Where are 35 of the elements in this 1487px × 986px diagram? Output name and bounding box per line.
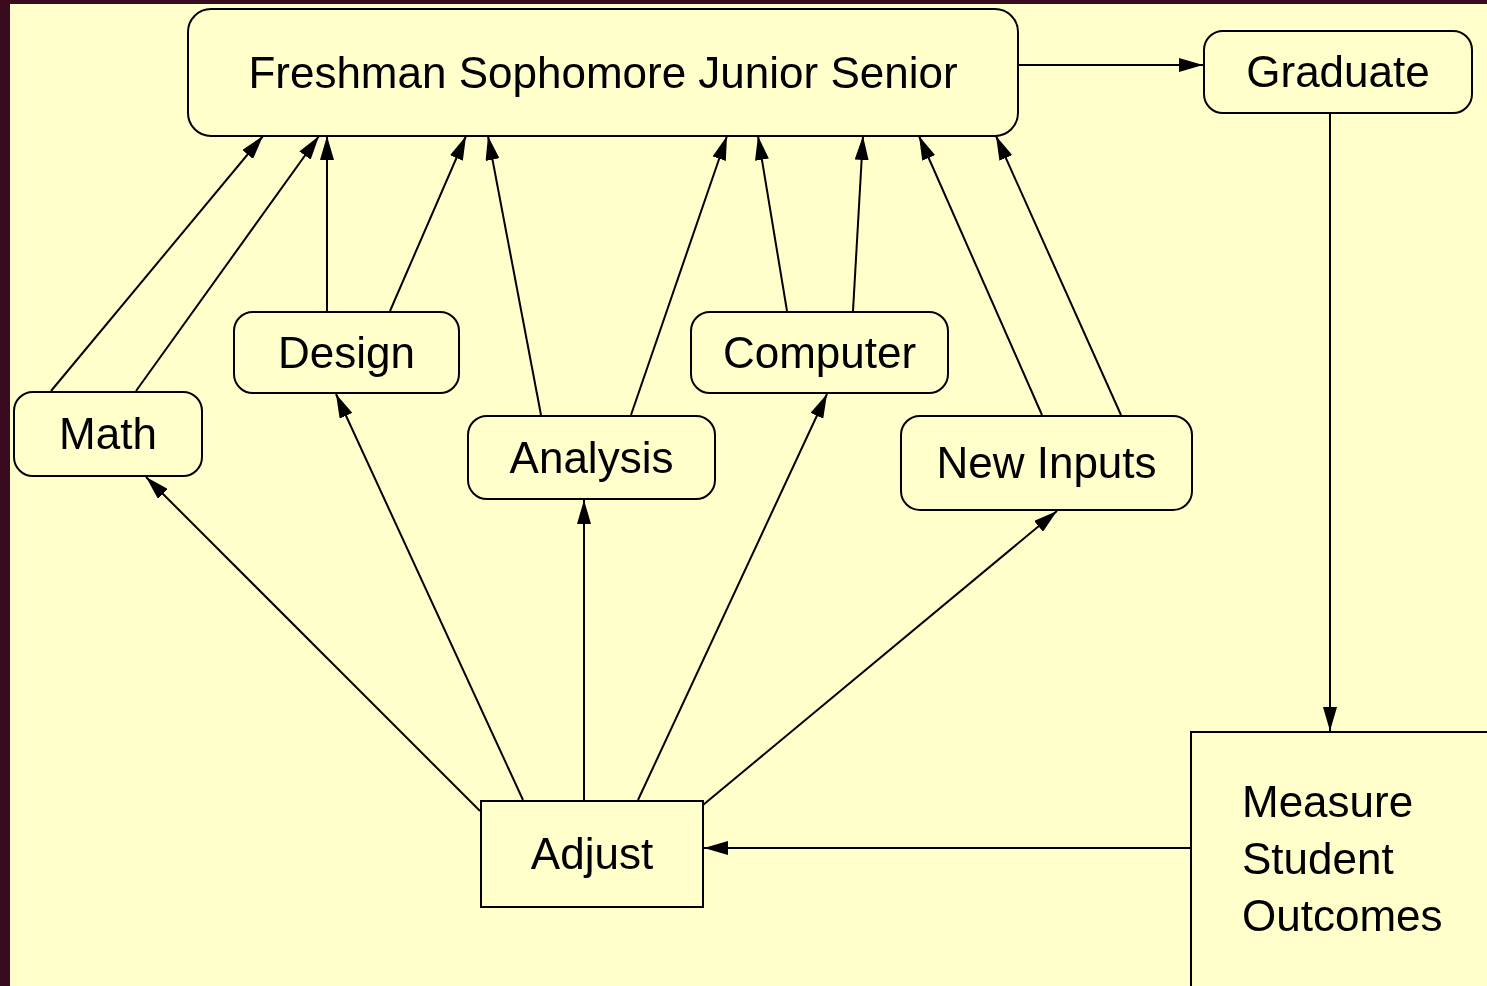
arrow	[1323, 113, 1337, 732]
arrow	[995, 135, 1122, 416]
arrow	[335, 393, 524, 801]
node-label: Measure Student Outcomes	[1242, 776, 1444, 942]
arrow	[630, 135, 728, 416]
process-box	[1203, 30, 1473, 114]
node-label: Adjust	[530, 829, 654, 879]
arrow	[577, 499, 591, 801]
arrow	[320, 135, 334, 312]
arrow	[918, 135, 1043, 416]
arrow	[852, 135, 869, 312]
node-label: New Inputs	[936, 438, 1157, 488]
arrow	[145, 476, 481, 812]
process-box	[480, 800, 704, 908]
process-box	[187, 8, 1019, 137]
process-box	[690, 311, 949, 394]
arrow	[755, 135, 788, 312]
node-label: Design	[278, 327, 415, 378]
arrow	[485, 135, 542, 416]
process-box	[1190, 731, 1487, 986]
node-label: Graduate	[1246, 47, 1430, 97]
arrow	[703, 841, 1191, 855]
node-label: Analysis	[509, 432, 674, 483]
process-box	[467, 415, 716, 500]
node-label: Freshman Sophomore Junior Senior	[248, 47, 958, 98]
process-box	[13, 391, 203, 477]
arrow	[135, 135, 320, 392]
process-box	[233, 311, 460, 394]
arrow	[637, 393, 828, 801]
node-label: Math	[59, 409, 157, 459]
process-box	[900, 415, 1193, 511]
arrow	[50, 135, 264, 392]
arrow	[1017, 58, 1204, 72]
arrow	[389, 135, 467, 312]
node-label: Computer	[722, 327, 917, 378]
